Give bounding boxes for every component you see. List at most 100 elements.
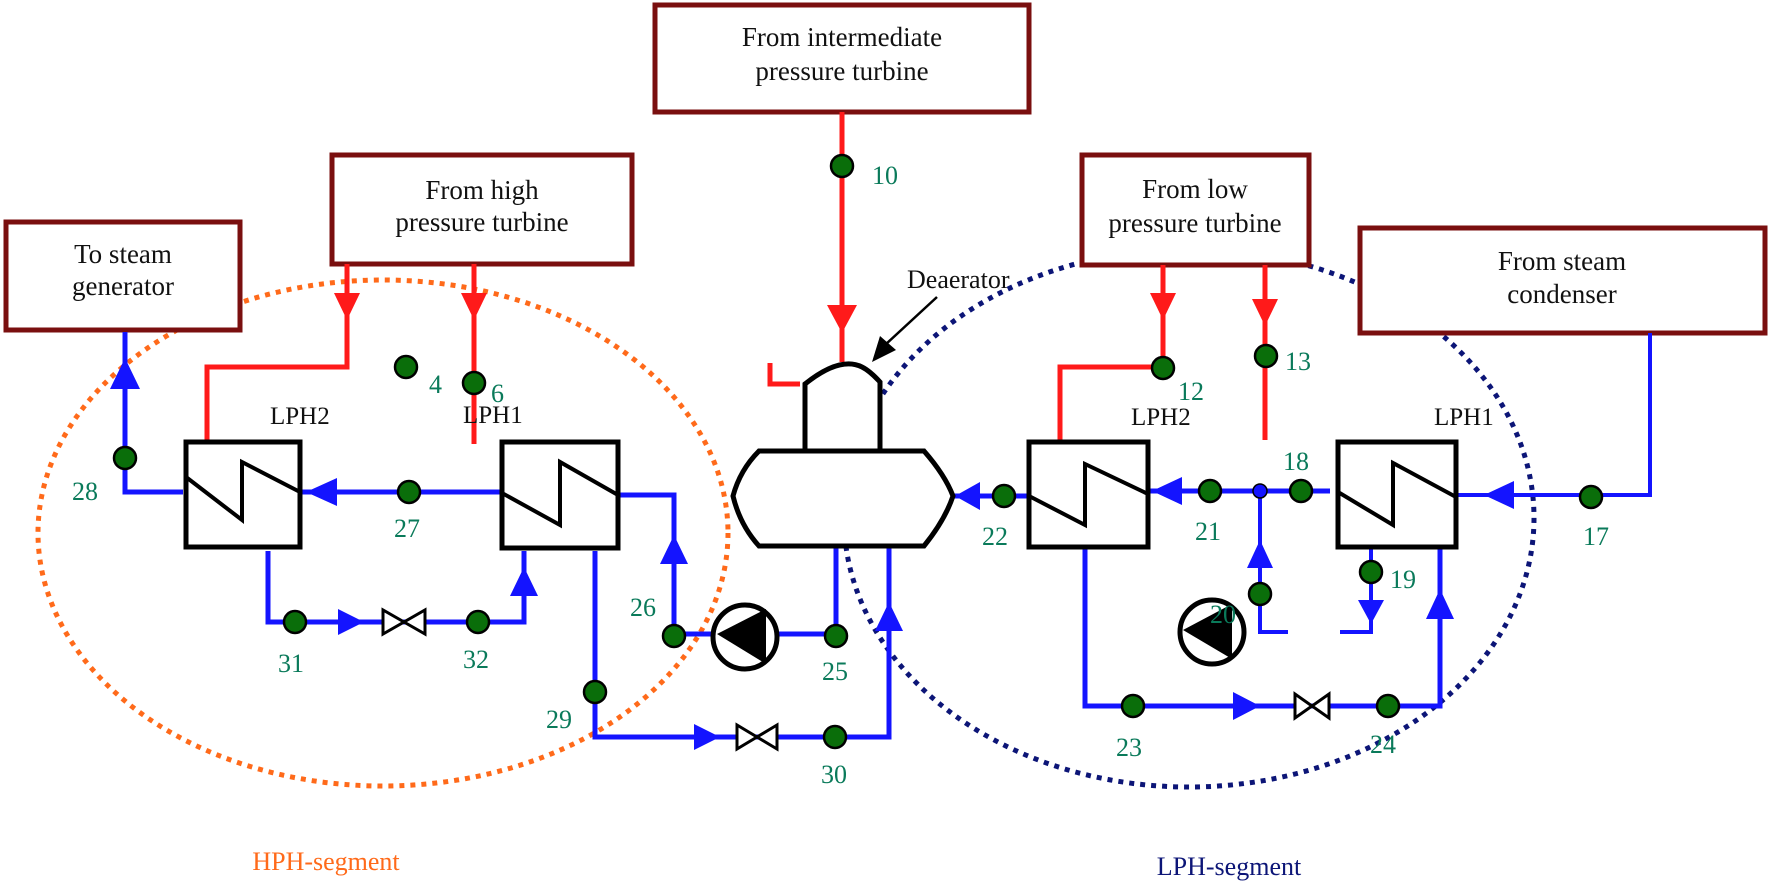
- state-label-32: 32: [463, 645, 489, 674]
- state-label-21: 21: [1195, 517, 1221, 546]
- ip-turbine-box: From intermediate pressure turbine: [652, 2, 1032, 115]
- water-line-19: [1340, 548, 1373, 634]
- hph-heater-lph1-label: LPH1: [463, 402, 523, 429]
- state-point-20: [1247, 581, 1273, 607]
- hp-turbine-line1: From high: [425, 175, 539, 205]
- arrow-right-icon: [338, 609, 364, 635]
- pump-icon: [1183, 604, 1232, 659]
- state-label-28: 28: [72, 477, 98, 506]
- hph-heater-lph2: [183, 439, 303, 550]
- state-label-12: 12: [1178, 377, 1204, 406]
- state-point-26: [661, 623, 687, 649]
- state-label-26: 26: [630, 593, 656, 622]
- deaerator-dome: [802, 361, 883, 451]
- steam-generator-box: To steam generator: [3, 219, 243, 333]
- state-label-23: 23: [1116, 733, 1142, 762]
- state-point-30: [822, 724, 848, 750]
- state-label-31: 31: [278, 649, 304, 678]
- hph-segment-outline: [35, 277, 731, 789]
- arrow-right-icon: [694, 724, 720, 750]
- hph-segment-label: HPH-segment: [252, 847, 400, 876]
- water-line-17: [1455, 333, 1652, 497]
- state-label-22: 22: [982, 522, 1008, 551]
- arrow-up-icon: [1426, 589, 1454, 619]
- condenser-line2: condenser: [1507, 279, 1616, 309]
- arrow-up-icon: [875, 602, 903, 631]
- state-point-25: [823, 623, 849, 649]
- hph-heater-lph2-label: LPH2: [270, 403, 330, 430]
- state-label-25: 25: [822, 657, 848, 686]
- lph-heater-lph2: [1026, 439, 1151, 550]
- steam-generator-line2: generator: [72, 271, 174, 301]
- state-point-22: [991, 483, 1017, 509]
- steam-lines: [204, 112, 1278, 444]
- state-point-6: [461, 370, 487, 396]
- water-line-20: [1258, 491, 1288, 634]
- arrow-pointer-icon: [872, 336, 896, 362]
- ip-turbine-line1: From intermediate: [742, 22, 942, 52]
- lp-turbine-line2: pressure turbine: [1108, 208, 1281, 238]
- state-point-4: [393, 354, 419, 380]
- state-point-12: [1150, 355, 1176, 381]
- ip-turbine-line2: pressure turbine: [755, 56, 928, 86]
- arrow-down-icon: [1358, 600, 1384, 624]
- state-label-17: 17: [1583, 522, 1609, 551]
- arrow-down-icon: [334, 293, 360, 320]
- arrow-up-icon: [510, 567, 538, 596]
- deaerator-pointer: [884, 296, 938, 346]
- state-point-19: [1358, 559, 1384, 585]
- lp-turbine-box: From low pressure turbine: [1079, 152, 1312, 268]
- deaerator: [730, 361, 956, 549]
- lph-heater-lph1-label: LPH1: [1434, 404, 1494, 431]
- state-point-27: [396, 479, 422, 505]
- arrow-down-icon: [827, 305, 857, 333]
- arrow-up-icon: [110, 358, 140, 389]
- deaerator-label: Deaerator: [907, 265, 1010, 294]
- state-point-23: [1120, 693, 1146, 719]
- state-point-10: [829, 153, 855, 179]
- lph-segment-label: LPH-segment: [1157, 852, 1302, 881]
- lph-drain-pump: [1177, 597, 1247, 667]
- condenser-box: From steam condenser: [1357, 225, 1768, 336]
- state-label-6: 6: [491, 379, 504, 408]
- hph-heater-lph1: [499, 439, 621, 551]
- valve-lph-drain: [1293, 691, 1331, 721]
- arrow-right-icon: [1233, 692, 1260, 720]
- hph-feed-pump: [710, 602, 780, 672]
- state-points: [112, 153, 1604, 750]
- lp-turbine-line1: From low: [1142, 174, 1248, 204]
- valve-deaerator-drain: [735, 722, 779, 752]
- state-point-13: [1253, 343, 1279, 369]
- arrow-down-icon: [461, 293, 487, 320]
- water-line-23-24: [1082, 547, 1443, 709]
- valve-hph-drain: [381, 607, 427, 637]
- state-label-27: 27: [394, 514, 420, 543]
- junction-node: [1252, 483, 1268, 499]
- lph-heater-lph2-label: LPH2: [1131, 404, 1191, 431]
- arrow-left-icon: [306, 478, 337, 506]
- deaerator-tank: [730, 448, 956, 549]
- steam-generator-line1: To steam: [74, 239, 172, 269]
- state-point-29: [582, 679, 608, 705]
- state-label-10: 10: [872, 161, 898, 190]
- lph-heater-lph1: [1335, 439, 1459, 550]
- state-label-13: 13: [1285, 347, 1311, 376]
- arrow-left-icon: [1152, 477, 1182, 505]
- lph-segment-outline: [841, 246, 1537, 790]
- hp-turbine-box: From high pressure turbine: [329, 152, 635, 267]
- state-point-labels: 4 6 10 12 13 17 18 19 20 21 22 23 24 25 …: [72, 161, 1609, 789]
- state-point-17: [1578, 484, 1604, 510]
- state-label-20: 20: [1210, 600, 1236, 629]
- state-point-28: [112, 445, 138, 471]
- state-point-24: [1375, 693, 1401, 719]
- state-label-4: 4: [429, 370, 442, 399]
- arrow-down-icon: [1150, 293, 1176, 320]
- water-line-25: [778, 546, 839, 637]
- deaerator-vent: [767, 363, 800, 387]
- arrow-left-icon: [955, 482, 980, 510]
- water-line-26: [618, 492, 714, 637]
- arrow-up-icon: [1247, 540, 1273, 568]
- state-label-30: 30: [821, 760, 847, 789]
- state-label-19: 19: [1390, 565, 1416, 594]
